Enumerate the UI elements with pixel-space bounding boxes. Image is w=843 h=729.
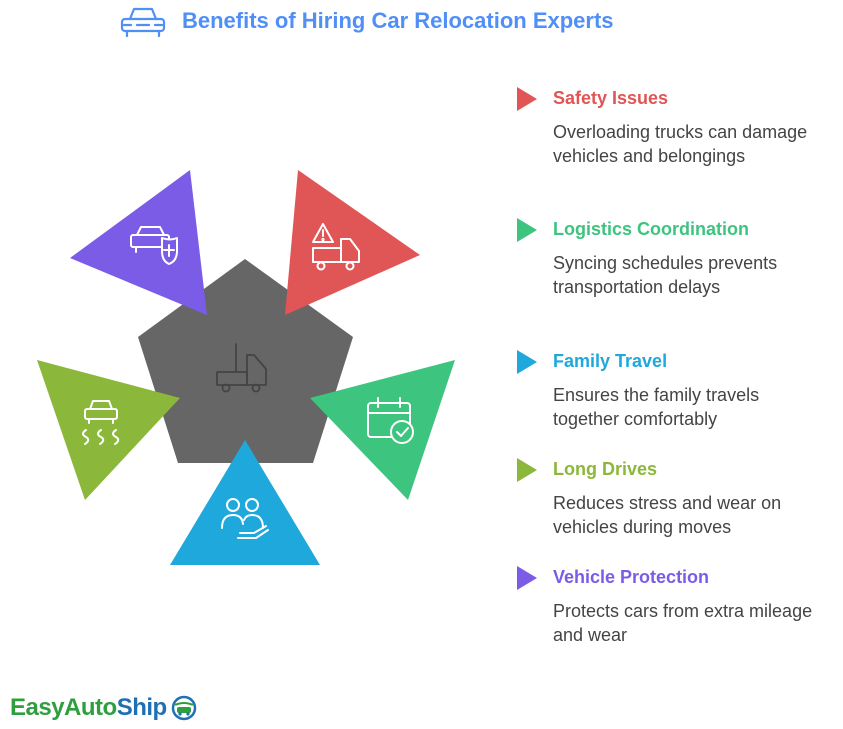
benefits-diagram (37, 170, 455, 565)
triangle-marker-icon (517, 350, 537, 374)
truck-icon (216, 343, 267, 393)
benefit-label: Logistics Coordination (553, 219, 749, 239)
benefit-label: Family Travel (553, 351, 668, 371)
benefit-label: Safety Issues (553, 88, 669, 108)
brand-name-part2: Ship (116, 694, 168, 721)
triangle-logistics-coordination (310, 360, 455, 500)
triangle-marker-icon (517, 218, 537, 242)
globe-car-icon (171, 695, 196, 721)
title-row: Benefits of Hiring Car Relocation Expert… (118, 4, 614, 38)
center-pentagon (138, 259, 353, 463)
car-shield-icon (130, 226, 178, 265)
benefit-description: Overloading trucks can damage vehicles a… (553, 122, 808, 166)
benefit-description: Reduces stress and wear on vehicles duri… (553, 493, 782, 537)
triangle-marker-icon (517, 566, 537, 590)
family-hand-icon (221, 498, 269, 539)
brand-name-part1: EasyAuto (10, 694, 117, 721)
car-icon (120, 7, 166, 38)
triangle-marker-icon (517, 87, 537, 111)
benefit-description: Ensures the family travels together comf… (553, 385, 760, 429)
triangle-family-travel (170, 440, 320, 565)
triangle-vehicle-protection (70, 170, 207, 315)
warning-truck-icon (312, 223, 360, 271)
benefit-description: Syncing schedules prevents transportatio… (553, 253, 778, 297)
triangle-long-drives (37, 360, 180, 500)
calendar-check-icon (367, 397, 414, 444)
car-road-icon (82, 400, 120, 445)
page-title: Benefits of Hiring Car Relocation Expert… (182, 8, 614, 33)
benefit-label: Long Drives (553, 459, 658, 479)
benefit-label: Vehicle Protection (553, 567, 710, 587)
benefit-description: Protects cars from extra mileage and wea… (553, 601, 813, 645)
triangle-marker-icon (517, 458, 537, 482)
